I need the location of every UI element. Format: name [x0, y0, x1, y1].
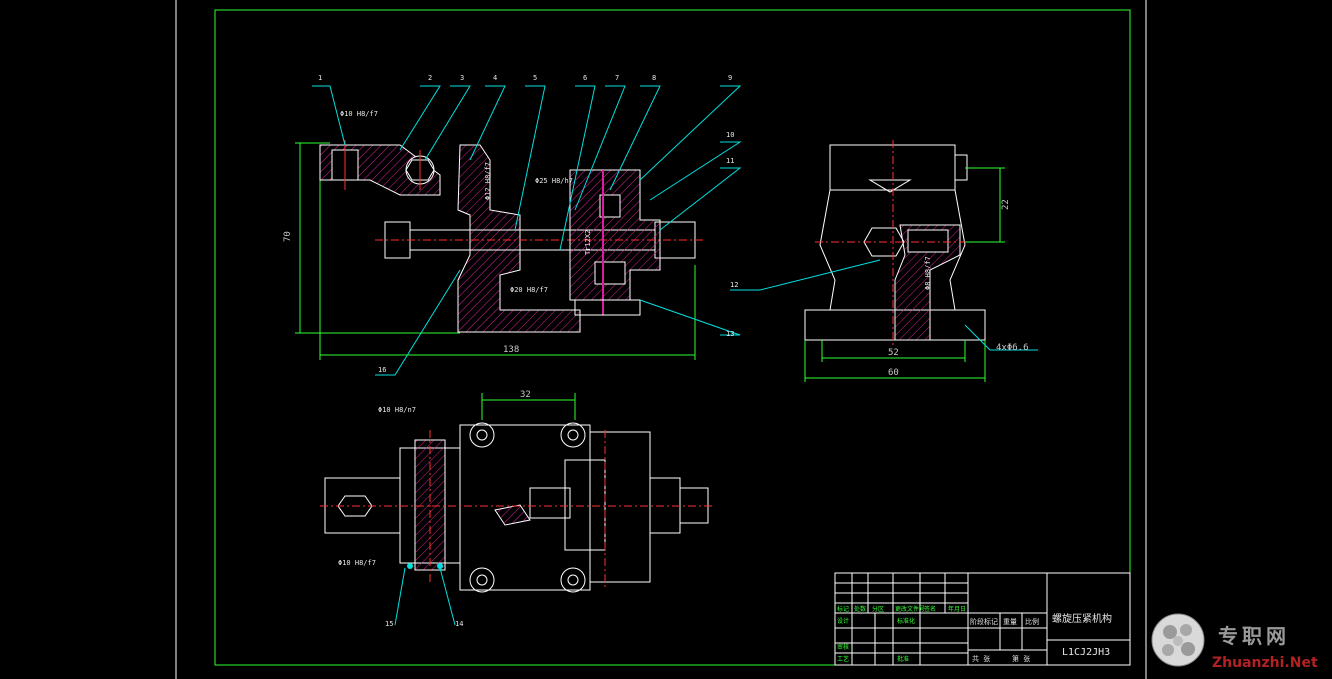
- part-number-5: 5: [533, 74, 537, 82]
- tb-standard: 标准化: [897, 617, 915, 625]
- part-number-14: 14: [455, 620, 463, 628]
- top-view: 32 Φ10 H8/n7 Φ10 H8/f7 15 14: [320, 390, 715, 628]
- part-number-2: 2: [428, 74, 432, 82]
- tb-sheet-no: 第 张: [1012, 654, 1030, 663]
- fit-top-front: Φ10 H8/f7: [340, 110, 378, 118]
- part-number-13: 13: [726, 330, 734, 338]
- part-number-3: 3: [460, 74, 464, 82]
- tb-zone: 分区: [872, 605, 884, 613]
- tb-approve: 批准: [897, 655, 909, 663]
- fit-side: Φ8 H8/f7: [924, 256, 932, 290]
- drawing-name: 螺旋压紧机构: [1052, 612, 1112, 625]
- part-number-6: 6: [583, 74, 587, 82]
- dim-side-22: 22: [1001, 199, 1011, 210]
- watermark-en: Zhuanzhi.Net: [1212, 655, 1318, 671]
- fit-bore-front: Φ12 H8/f7: [484, 162, 492, 200]
- part-number-12: 12: [730, 281, 738, 289]
- drawing-code: L1CJ2JH3: [1062, 647, 1110, 658]
- dim-side-52: 52: [888, 348, 899, 358]
- watermark-cn: 专职网: [1218, 624, 1290, 648]
- title-block: [834, 572, 1131, 666]
- tb-process: 工艺: [837, 655, 849, 663]
- sheet-frame: [175, 0, 1147, 679]
- watermark-logo-icon: [1151, 613, 1205, 667]
- tb-scale: 比例: [1025, 617, 1039, 626]
- part-number-4: 4: [493, 74, 497, 82]
- part-number-8: 8: [652, 74, 656, 82]
- dim-side-holes: 4xΦ6.6: [996, 343, 1029, 353]
- part-number-15: 15: [385, 620, 393, 628]
- tb-review: 审核: [837, 643, 849, 651]
- tb-weight: 重量: [1003, 618, 1017, 626]
- part-number-9: 9: [728, 74, 732, 82]
- dim-side-60: 60: [888, 368, 899, 378]
- part-number-10: 10: [726, 131, 734, 139]
- dim-height-70: 70: [283, 231, 293, 242]
- thread-front: Tr12X2: [584, 230, 592, 255]
- fit-top-view-upper: Φ10 H8/n7: [378, 406, 416, 414]
- dim-length-138: 138: [503, 345, 519, 355]
- tb-sign: 签名: [924, 605, 936, 613]
- fit-20-front: Φ20 H8/f7: [510, 286, 548, 294]
- part-number-11: 11: [726, 157, 734, 165]
- dim-top-32: 32: [520, 390, 531, 400]
- part-number-7: 7: [615, 74, 619, 82]
- tb-change-doc: 更改文件号: [895, 605, 925, 613]
- fit-top-view-lower: Φ10 H8/f7: [338, 559, 376, 567]
- part-number-16: 16: [378, 366, 386, 374]
- tb-design: 设计: [837, 617, 849, 625]
- part-number-1: 1: [318, 74, 322, 82]
- tb-count: 处数: [854, 605, 866, 613]
- tb-sheet-total: 共 张: [972, 654, 990, 663]
- front-view: 70 138 Φ10 H8/f7 Φ12 H8/f7 Φ25 H8/h7 Φ20…: [283, 74, 742, 376]
- tb-date: 年月日: [948, 605, 966, 613]
- tb-stage-mark: 阶段标记: [970, 617, 998, 626]
- fit-25-front: Φ25 H8/h7: [535, 177, 573, 185]
- side-view: 22 52 60 4xΦ6.6 Φ8 H8/f7 12: [730, 140, 1038, 382]
- tb-mark: 标记: [837, 605, 849, 613]
